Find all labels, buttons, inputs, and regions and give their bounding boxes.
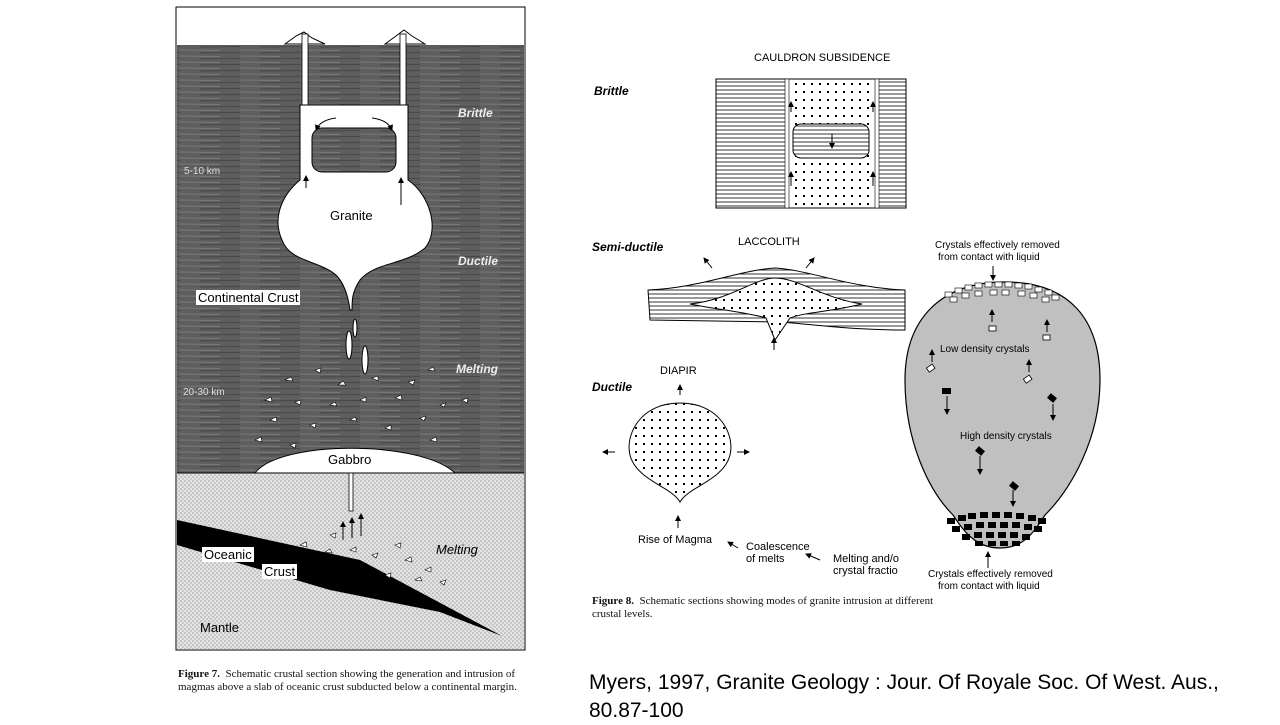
citation-line-1: Myers, 1997, Granite Geology : Jour. Of …	[589, 671, 1219, 694]
fig8-crystals-bottom-label-1: Crystals effectively removed	[928, 569, 1053, 580]
fig8-caption: Figure 8. Schematic sections showing mod…	[592, 595, 952, 621]
diapir-diagram	[602, 384, 821, 561]
fig8-ductile-label: Ductile	[592, 380, 633, 394]
fig7-caption-text: Schematic crustal section showing the ge…	[178, 668, 517, 693]
fig8-crystals-top-label-1: Crystals effectively removed	[935, 240, 1060, 251]
laccolith-diagram	[647, 257, 906, 350]
fig7-caption: Figure 7. Schematic crustal section show…	[178, 668, 528, 694]
fig8-crystals-bottom-label-2: from contact with liquid	[938, 581, 1040, 592]
fig8-cauldron-title: CAULDRON SUBSIDENCE	[754, 52, 891, 64]
fig7-melting-upper-label: Melting	[456, 362, 498, 376]
magma-chamber-diagram	[904, 266, 1101, 568]
fig8-laccolith-title: LACCOLITH	[738, 236, 800, 248]
fig8-crystals-top-label-2: from contact with liquid	[938, 252, 1040, 263]
cauldron-diagram	[715, 78, 907, 209]
fig7-melting-lower-label: Melting	[436, 542, 478, 557]
fig8-low-density-label: Low density crystals	[940, 344, 1030, 355]
figure7-diagram	[175, 6, 526, 651]
fig7-continental-crust-label: Continental Crust	[196, 290, 301, 305]
citation-line-2: 80.87-100	[589, 699, 684, 722]
fig7-depth2-label: 20-30 km	[183, 387, 225, 398]
fig8-brittle-label: Brittle	[594, 84, 629, 98]
fig8-coalescence-label-2: of melts	[746, 553, 785, 565]
fig8-caption-number: Figure 8.	[592, 595, 634, 607]
fig8-semi-ductile-label: Semi-ductile	[592, 240, 664, 254]
fig7-crust-label: Crust	[262, 564, 298, 579]
fig7-depth1-label: 5-10 km	[184, 166, 221, 177]
fig7-oceanic-label: Oceanic	[202, 547, 254, 562]
fig8-diapir-title: DIAPIR	[660, 365, 697, 377]
fig8-rise-of-magma-label: Rise of Magma	[638, 534, 712, 546]
oceanic-slab	[177, 520, 502, 636]
fig7-brittle-label: Brittle	[458, 106, 493, 120]
fig7-mantle-label: Mantle	[200, 620, 240, 635]
fig7-caption-number: Figure 7.	[178, 668, 220, 680]
fig8-melting-label-1: Melting and/o	[833, 553, 900, 565]
fig7-gabbro-label: Gabbro	[328, 452, 372, 467]
fig8-coalescence-label-1: Coalescence	[746, 541, 810, 553]
fig8-caption-text: Schematic sections showing modes of gran…	[592, 595, 934, 620]
fig7-granite-label: Granite	[330, 208, 373, 223]
fig7-ductile-label: Ductile	[458, 254, 499, 268]
roof-block	[311, 127, 397, 173]
gabbro-body	[253, 447, 457, 474]
fig8-high-density-label: High density crystals	[960, 431, 1052, 442]
fig8-melting-label-2: crystal fractio	[833, 565, 898, 577]
